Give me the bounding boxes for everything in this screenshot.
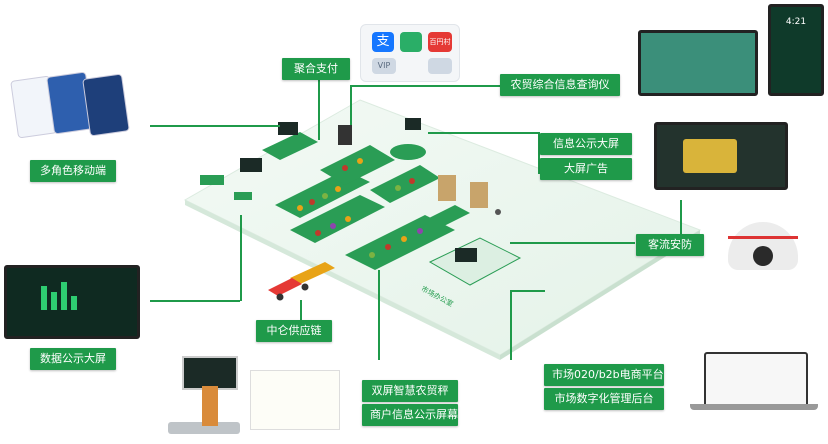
connector [510, 290, 512, 360]
label-traffic-security: 客流安防 [636, 234, 704, 256]
connector [240, 215, 242, 301]
query-terminal-device [638, 30, 758, 96]
label-supply-chain: 中仑供应链 [256, 320, 332, 342]
clock-tablet-device: 4:21 [768, 4, 824, 96]
produce-dots [297, 158, 423, 258]
data-screen-device [4, 265, 140, 339]
payment-counter [262, 132, 318, 160]
connector [510, 242, 635, 244]
stall-block-top [320, 145, 440, 203]
booth-left [200, 175, 224, 185]
backend-laptop-device [690, 352, 820, 414]
label-ad-screen: 大屏广告 [540, 158, 632, 180]
label-info-screen: 信息公示大屏 [540, 133, 632, 155]
connector [150, 300, 240, 302]
label-data-screen: 数据公示大屏 [30, 348, 116, 370]
label-ecommerce: 市场020/b2b电商平台 [544, 364, 664, 386]
label-payment: 聚合支付 [282, 58, 350, 80]
connector [350, 85, 352, 125]
label-mobile: 多角色移动端 [30, 160, 116, 182]
label-admin-backend: 市场数字化管理后台 [544, 388, 664, 410]
label-query-terminal: 农贸综合信息查询仪 [500, 74, 620, 96]
office-monitor [455, 248, 477, 262]
connector [150, 125, 280, 127]
label-smart-scale: 双屏智慧农贸秤 [362, 380, 458, 402]
query-kiosk [338, 125, 352, 145]
merchant-info-sheet [250, 370, 340, 430]
storage-rack-2 [470, 182, 488, 208]
bank-card-icon [428, 58, 452, 74]
supply-truck [268, 262, 335, 301]
entrance-sign [234, 192, 252, 200]
info-screen-device [654, 122, 788, 190]
smart-scale-device [168, 352, 240, 440]
wechat-pay-icon [400, 32, 422, 52]
security-camera-device [728, 222, 798, 270]
connector [350, 85, 500, 87]
connector [318, 80, 320, 140]
alipay-icon: 支 [372, 32, 394, 52]
mobile-phones-device [10, 71, 130, 139]
storage-rack-1 [438, 175, 456, 201]
connector [538, 132, 540, 174]
vip-card-icon: VIP [372, 58, 396, 74]
floor-camera [495, 209, 501, 215]
service-desk [390, 144, 426, 160]
service-screen [405, 118, 421, 130]
lemon-ad-image [683, 139, 737, 173]
connector [510, 290, 545, 292]
connector [428, 132, 538, 134]
label-merchant-screen: 商户信息公示屏幕 [362, 404, 458, 426]
clock-time: 4:21 [785, 17, 807, 27]
third-party-pay-icon: 百円村 [428, 32, 452, 52]
connector [300, 300, 302, 322]
booth-screen [240, 158, 262, 172]
connector [680, 200, 682, 240]
connector [378, 270, 380, 360]
payment-counter-screen [278, 122, 298, 135]
